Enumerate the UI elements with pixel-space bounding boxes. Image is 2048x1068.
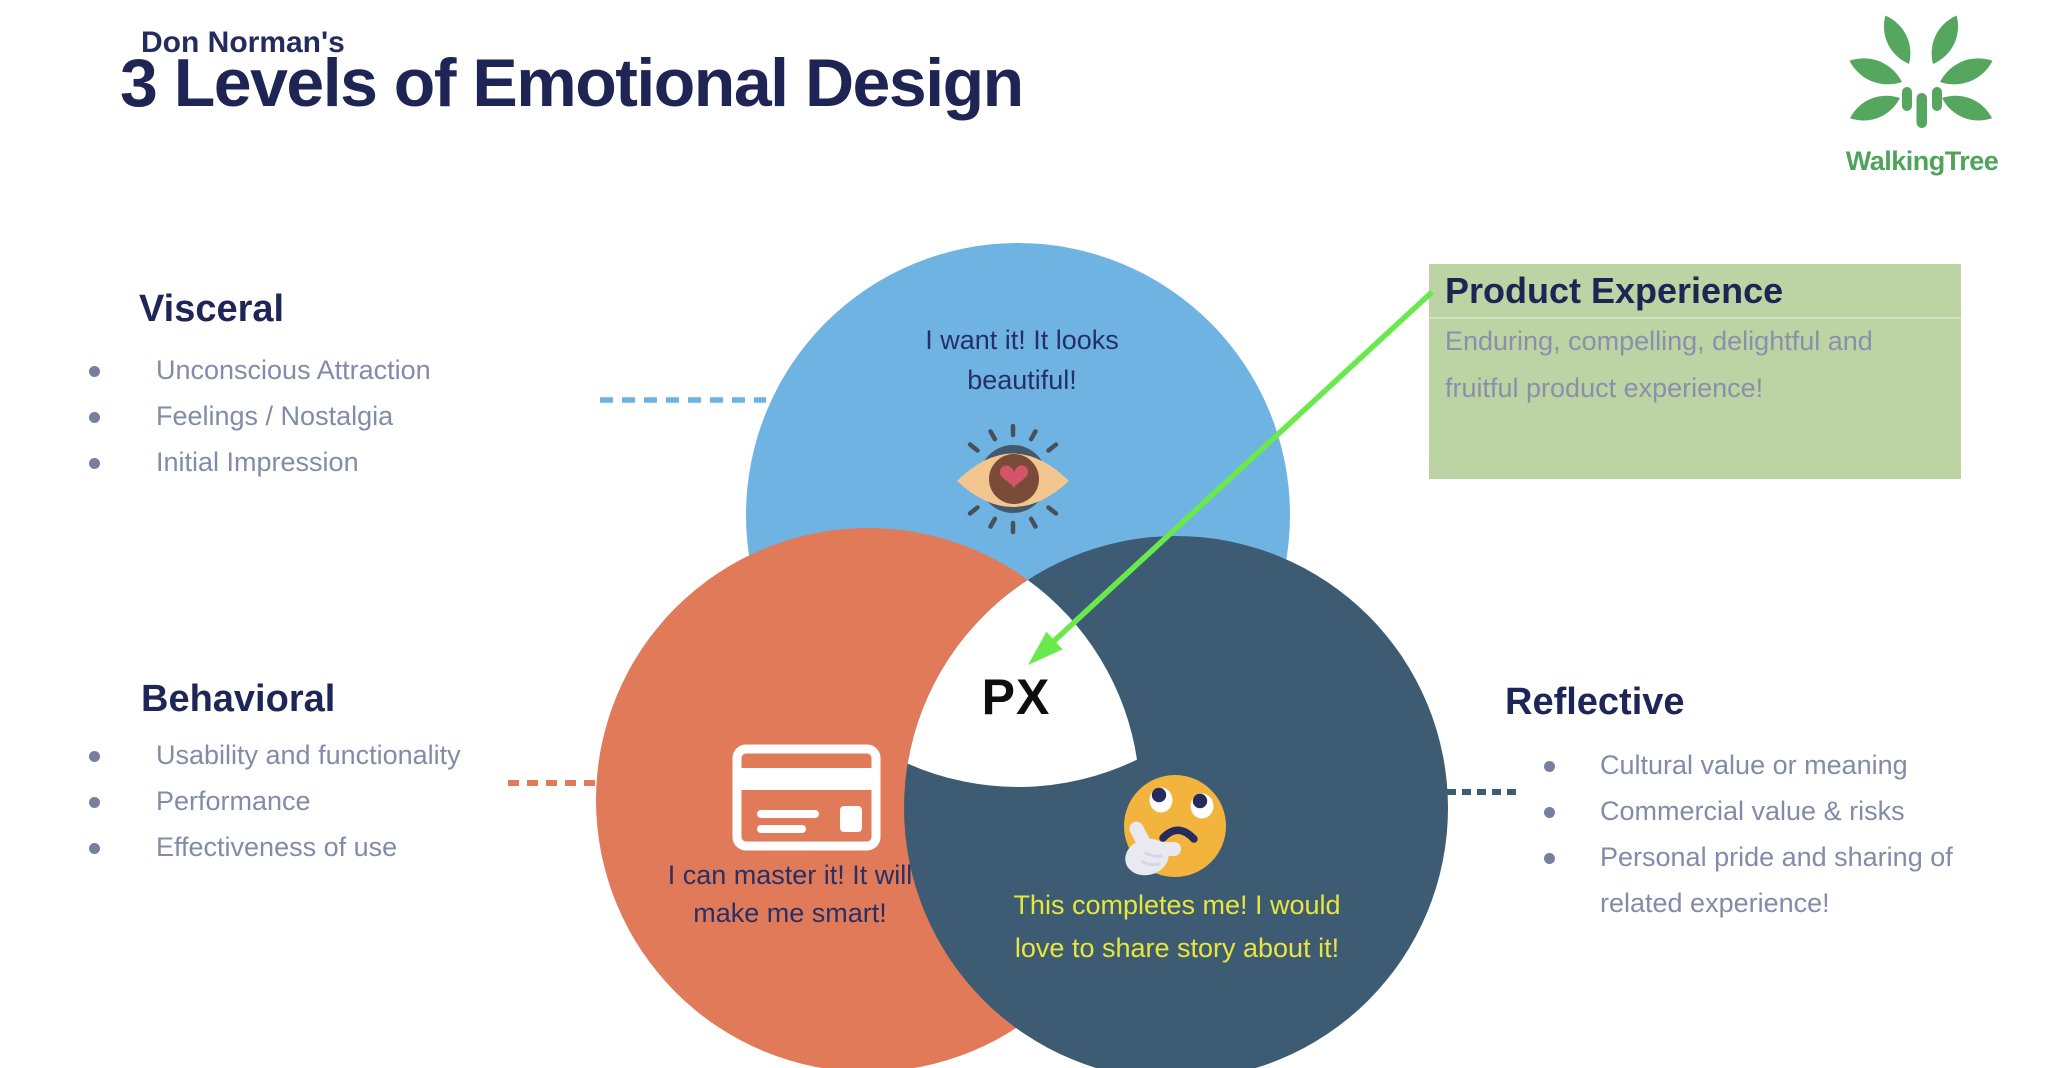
product-experience-callout: Product Experience Enduring, compelling,… [1429,264,1961,479]
callout-body: Enduring, compelling, delightful and fru… [1445,318,1873,412]
visceral-heading: Visceral [139,288,285,330]
bullet-dot-icon [89,458,100,469]
list-item-label: Cultural value or meaning [1600,750,1908,780]
quote-line: love to share story about it! [1014,933,1340,963]
callout-body-line: Enduring, compelling, delightful and [1445,326,1873,356]
behavioral-heading: Behavioral [141,678,336,720]
bullet-dot-icon [89,412,100,423]
callout-title: Product Experience [1445,270,1784,311]
bullet-dot-icon [89,751,100,762]
slide-pretitle: Don Norman's [141,26,345,59]
quote-line: I want it! It looks [925,325,1119,355]
quote-line: I can master it! It will [667,860,913,890]
bullet-dot-icon [89,843,100,854]
bullet-dot-icon [89,797,100,808]
list-item-label: Effectiveness of use [156,832,398,862]
behavioral-quote: I can master it! It will make me smart! [625,856,955,932]
bullet-dot-icon [1544,761,1555,772]
callout-divider [1429,317,1961,319]
quote-line: This completes me! I would [1013,890,1341,920]
visceral-quote: I want it! It looks beautiful! [887,320,1157,400]
quote-line: beautiful! [967,365,1077,395]
list-item-label: Feelings / Nostalgia [156,401,394,431]
bullet-dot-icon [1544,807,1555,818]
reflective-quote: This completes me! I would love to share… [982,884,1372,970]
list-item: Commercial value & risks [1544,788,2000,834]
list-item-label: Commercial value & risks [1600,796,1905,826]
list-item: Cultural value or meaning [1544,742,2000,788]
visceral-list: Unconscious Attraction Feelings / Nostal… [89,347,431,485]
bullet-dot-icon [1544,853,1555,864]
reflective-list: Cultural value or meaning Commercial val… [1544,742,2000,926]
reflective-heading: Reflective [1505,681,1685,723]
walkingtree-wordmark: WalkingTree [1845,146,1999,176]
list-item: Usability and functionality [89,732,461,778]
list-item-label: Personal pride and sharing of related ex… [1600,842,1953,918]
list-item: Unconscious Attraction [89,347,431,393]
callout-body-line: fruitful product experience! [1445,373,1764,403]
quote-line: make me smart! [693,898,887,928]
behavioral-list: Usability and functionality Performance … [89,732,461,870]
credit-card-icon [732,744,881,851]
list-item-label: Usability and functionality [156,740,461,770]
thinking-face-icon [1124,775,1226,877]
list-item-label: Initial Impression [156,447,359,477]
slide-title: 3 Levels of Emotional Design [120,45,1024,121]
list-item: Feelings / Nostalgia [89,393,431,439]
list-item-label: Performance [156,786,311,816]
walkingtree-logo-icon [1845,11,1997,128]
list-item: Effectiveness of use [89,824,461,870]
list-item-label: Unconscious Attraction [156,355,431,385]
list-item: Performance [89,778,461,824]
list-item: Personal pride and sharing of related ex… [1544,834,2000,926]
px-center-label: PX [981,669,1051,725]
list-item: Initial Impression [89,439,431,485]
bullet-dot-icon [89,366,100,377]
